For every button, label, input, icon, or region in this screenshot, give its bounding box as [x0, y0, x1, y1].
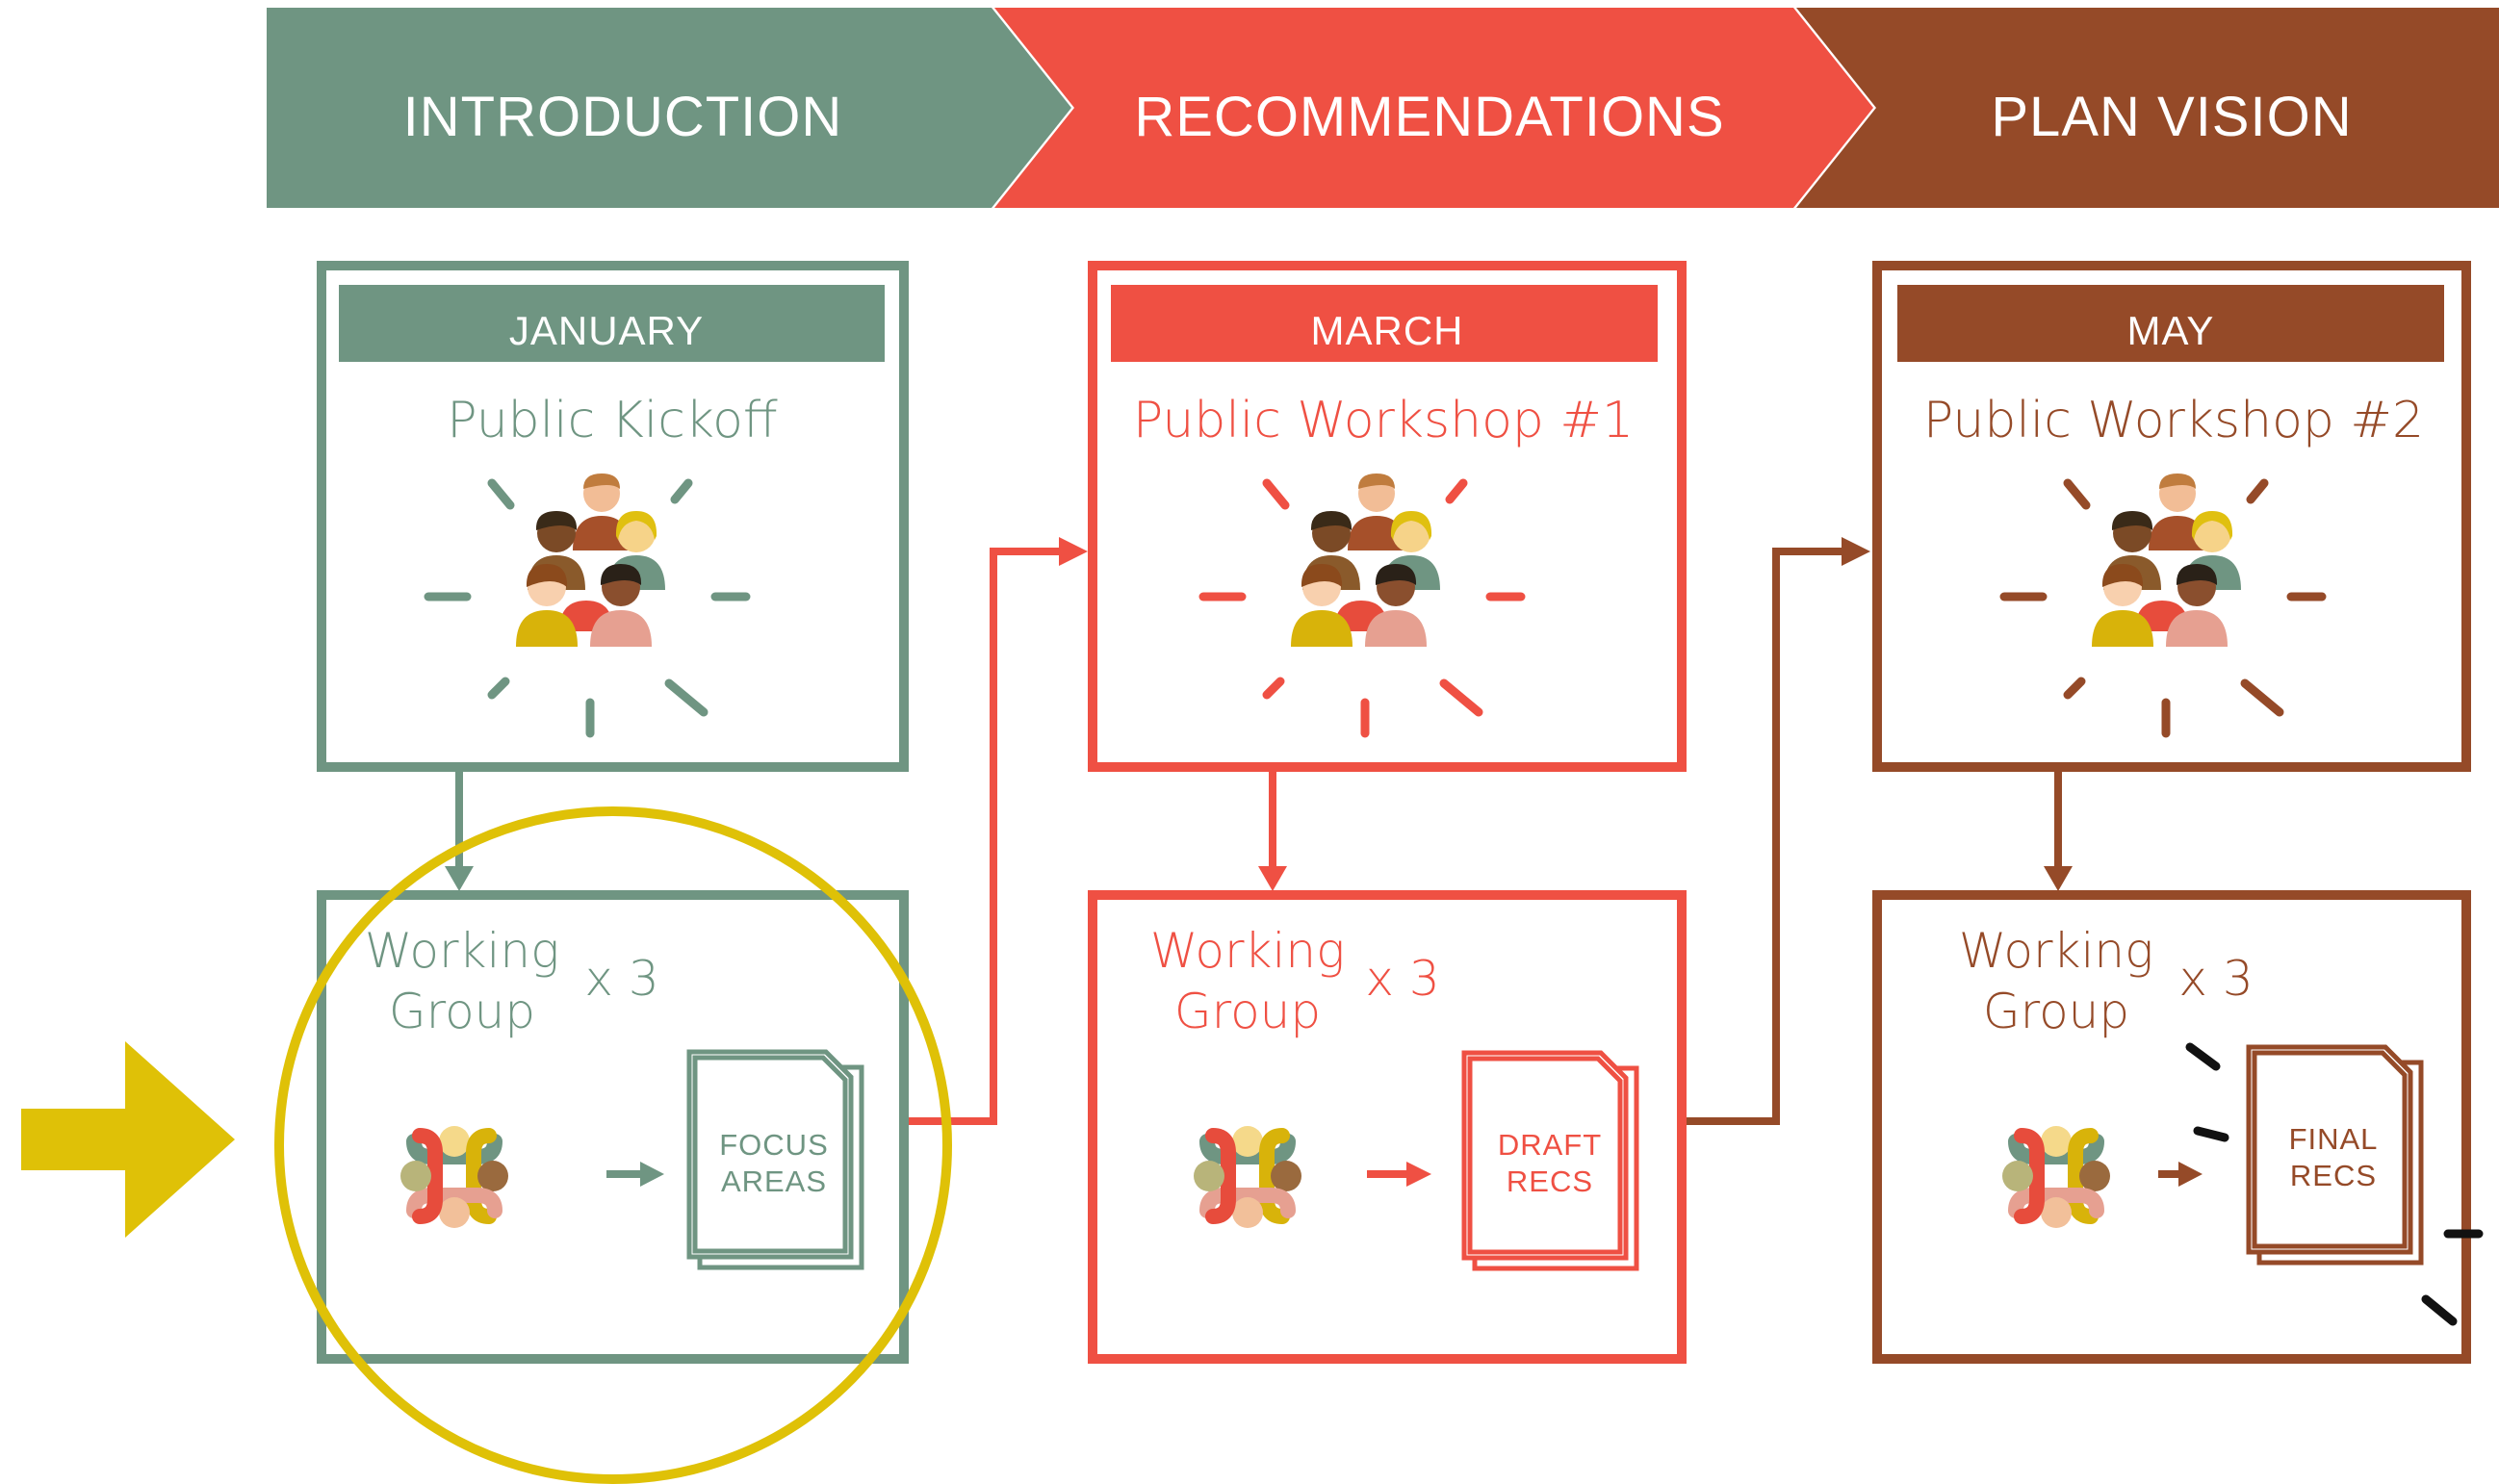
document-icon	[1461, 1050, 1639, 1271]
event-title: Public Workshop #1	[1133, 392, 1634, 449]
arrowhead-right-workshop2	[1842, 537, 1870, 566]
working-group-box-plan-vision: Working Group x 3 FINAL RECS	[1872, 890, 2484, 1364]
crowd-icon	[1999, 473, 2327, 738]
arrowhead-down-intro	[445, 866, 474, 891]
arrow-right-icon	[1367, 1162, 1431, 1187]
connector-wg2-to-workshop2	[1687, 548, 1846, 1125]
month-label: JANUARY	[509, 308, 704, 353]
arrow-right-icon	[21, 1041, 235, 1238]
event-box-march: MARCH Public Workshop #1	[1088, 261, 1687, 772]
document-label-line1: FINAL	[2289, 1122, 2379, 1156]
working-group-frame	[1872, 890, 2471, 1364]
arrowhead-down-plan	[2044, 866, 2073, 891]
phase-plan-vision-shape	[1796, 8, 2499, 208]
working-group-box-intro: Working Group x 3 FOCUS AREAS	[317, 890, 909, 1364]
phase-introduction-shape	[267, 8, 1071, 208]
crowd-icon	[1198, 473, 1526, 738]
month-label: MARCH	[1311, 308, 1464, 353]
working-group-multiplier: x 3	[2178, 951, 2253, 1007]
working-group-multiplier: x 3	[584, 951, 658, 1007]
highlight-circle	[274, 806, 952, 1484]
event-title: Public Kickoff	[447, 392, 778, 449]
phase-banner: INTRODUCTION RECOMMENDATIONS PLAN VISION	[267, 8, 2499, 208]
month-header	[1111, 285, 1658, 362]
phase-recommendations-label: RECOMMENDATIONS	[1134, 86, 1724, 148]
emphasis-marks	[2185, 1042, 2484, 1326]
working-group-line2: Group	[1983, 984, 2129, 1039]
crowd-icon	[424, 473, 751, 738]
arrow-right-icon	[606, 1162, 664, 1187]
working-group-line1: Working	[1959, 923, 2153, 979]
event-box-january: JANUARY Public Kickoff	[317, 261, 909, 772]
event-box-may: MAY Public Workshop #2	[1872, 261, 2471, 772]
phase-introduction-label: INTRODUCTION	[403, 86, 843, 148]
working-group-line1: Working	[1150, 923, 1345, 979]
working-group-box-recommendations: Working Group x 3 DRAFT RECS	[1088, 890, 1687, 1364]
event-title: Public Workshop #2	[1923, 392, 2424, 449]
month-label: MAY	[2127, 308, 2215, 353]
working-group-line2: Group	[389, 984, 535, 1039]
document-icon	[2246, 1044, 2424, 1266]
document-label-line1: DRAFT	[1498, 1128, 1602, 1162]
document-label-line2: RECS	[1507, 1164, 1593, 1198]
arrowhead-down-recs	[1258, 866, 1287, 891]
month-header	[339, 285, 885, 362]
working-group-line2: Group	[1174, 984, 1321, 1039]
arrow-right-icon	[2158, 1162, 2203, 1187]
document-label-line2: AREAS	[721, 1164, 827, 1198]
arrowhead-right-workshop1	[1059, 537, 1088, 566]
working-group-line1: Working	[365, 923, 559, 979]
document-icon	[686, 1049, 864, 1270]
phase-plan-vision-label: PLAN VISION	[1991, 86, 2352, 148]
phase-recommendations-shape	[994, 8, 1873, 208]
working-group-multiplier: x 3	[1365, 951, 1439, 1007]
month-header	[1897, 285, 2444, 362]
document-label-line2: RECS	[2290, 1159, 2377, 1192]
document-label-line1: FOCUS	[719, 1128, 829, 1162]
connector-arrowheads	[445, 537, 2073, 891]
